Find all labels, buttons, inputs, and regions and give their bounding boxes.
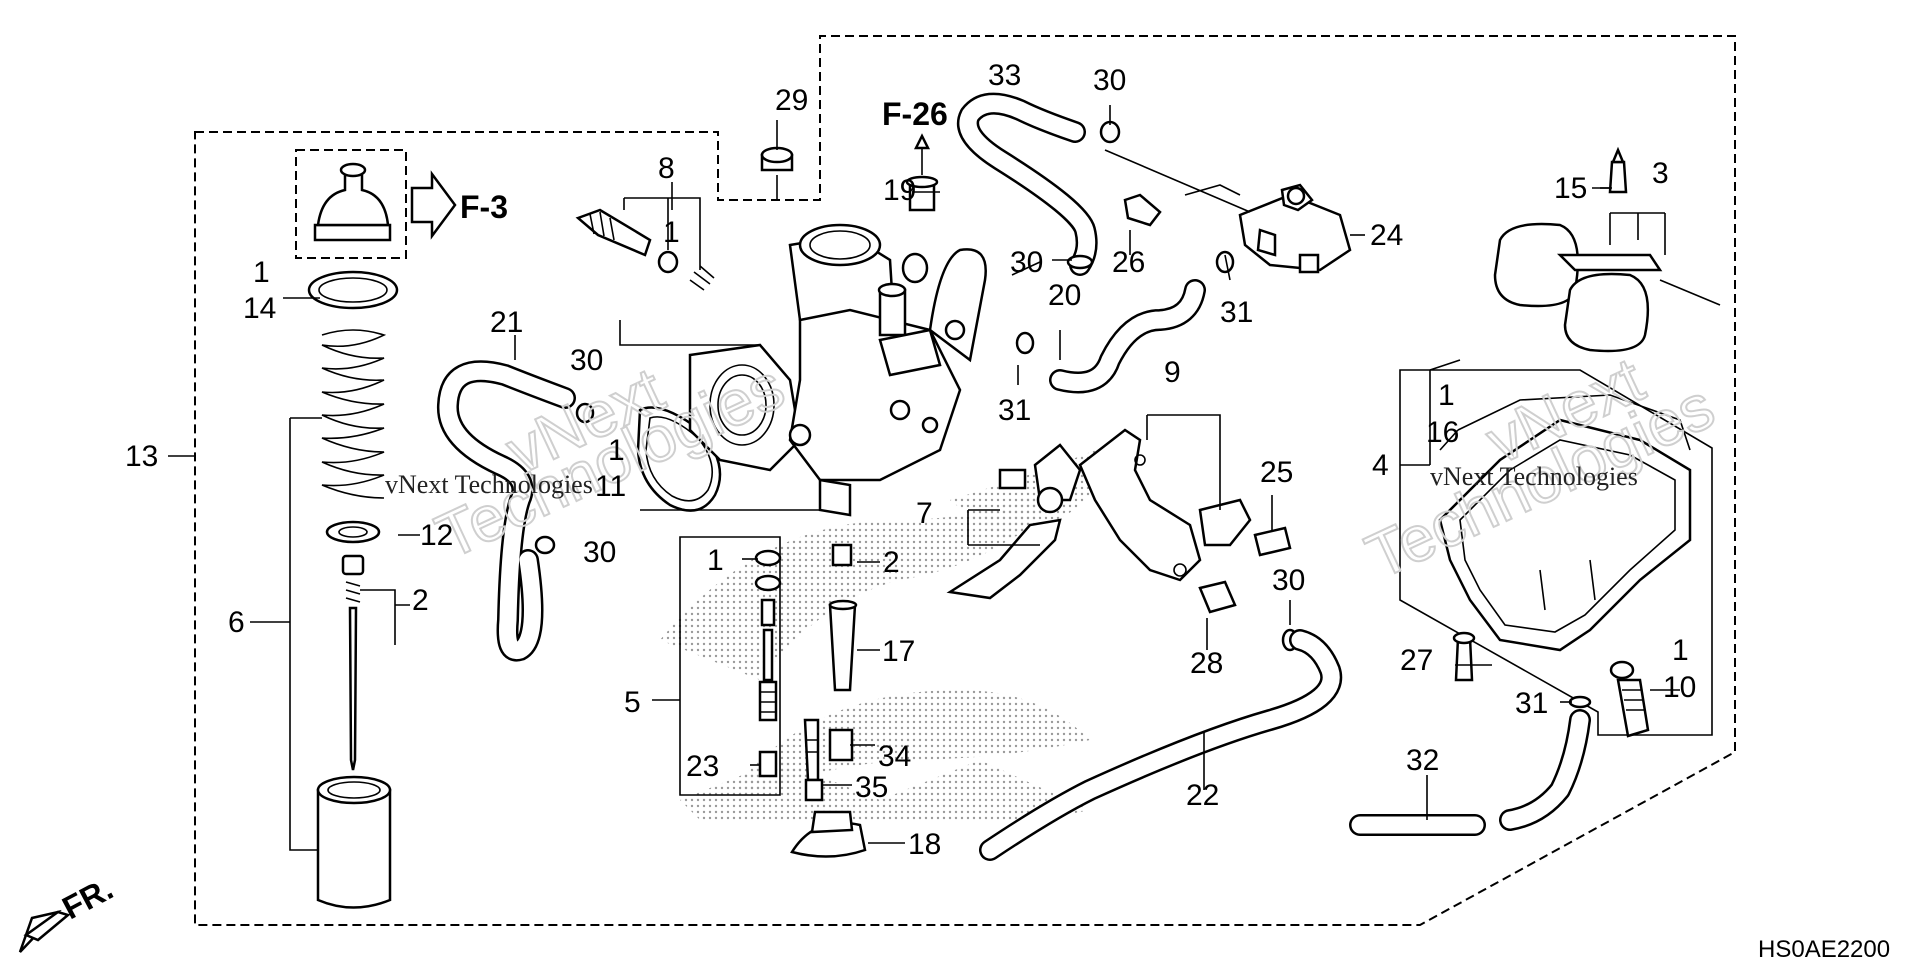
svg-text:34: 34 (878, 740, 911, 773)
svg-text:11: 11 (595, 470, 626, 503)
svg-text:22: 22 (1186, 779, 1219, 812)
svg-text:1: 1 (1438, 379, 1455, 412)
svg-text:1: 1 (1672, 634, 1689, 667)
svg-text:13: 13 (125, 440, 158, 473)
svg-text:23: 23 (686, 750, 719, 783)
svg-text:1: 1 (707, 544, 724, 577)
ref-f3: F-3 (460, 189, 508, 225)
svg-text:35: 35 (855, 771, 888, 804)
svg-text:18: 18 (908, 828, 941, 861)
float-chamber-4 (1438, 418, 1692, 652)
svg-text:10: 10 (1663, 671, 1696, 704)
svg-text:19: 19 (883, 174, 916, 207)
throttle-linkage-7 (946, 443, 1082, 600)
svg-text:30: 30 (1093, 64, 1126, 97)
svg-text:28: 28 (1190, 647, 1223, 680)
diaphragm-cap (313, 162, 392, 242)
svg-text:17: 17 (882, 635, 915, 668)
hose-20 (1049, 279, 1206, 394)
hose-31 (1499, 709, 1591, 831)
svg-text:27: 27 (1400, 644, 1433, 677)
spring-6 (321, 329, 387, 499)
svg-text:33: 33 (988, 59, 1021, 92)
diagram-code: HS0AE2200 (1758, 936, 1890, 960)
svg-text:31: 31 (1515, 687, 1548, 720)
svg-text:2: 2 (883, 546, 900, 579)
svg-text:9: 9 (1164, 356, 1181, 389)
svg-text:30: 30 (1272, 564, 1305, 597)
assembly-frame (194, 35, 1736, 926)
svg-text:29: 29 (775, 84, 808, 117)
clip-2-left (345, 581, 361, 603)
cap-reference-box (295, 149, 407, 259)
svg-text:14: 14 (243, 292, 276, 325)
callout-labels: 29 8 1 33 30 19 30 26 24 31 20 31 9 7 25… (125, 59, 1696, 861)
float-chamber-frame (1399, 369, 1713, 736)
svg-text:1: 1 (663, 216, 680, 249)
svg-text:1: 1 (253, 256, 270, 289)
leader-lines (283, 105, 1680, 844)
auto-bystarter-24 (1238, 183, 1352, 274)
washer-12 (325, 520, 381, 544)
svg-text:3: 3 (1652, 157, 1669, 190)
svg-text:20: 20 (1048, 279, 1081, 312)
svg-text:1: 1 (608, 434, 625, 467)
svg-text:31: 31 (998, 394, 1031, 427)
carburetor-body (688, 223, 987, 517)
svg-text:16: 16 (1426, 416, 1459, 449)
hose-22 (979, 629, 1343, 861)
svg-text:4: 4 (1372, 449, 1389, 482)
svg-text:30: 30 (583, 536, 616, 569)
svg-text:24: 24 (1370, 219, 1403, 252)
svg-text:7: 7 (916, 497, 933, 530)
svg-text:21: 21 (490, 306, 523, 339)
float-3 (1493, 222, 1721, 353)
svg-text:8: 8 (658, 152, 675, 185)
svg-text:26: 26 (1112, 246, 1145, 279)
svg-text:12: 12 (420, 519, 453, 552)
svg-text:6: 6 (228, 606, 245, 639)
svg-text:5: 5 (624, 686, 641, 719)
cap-29 (760, 146, 794, 172)
hose-33 (957, 92, 1098, 276)
svg-text:vNext Technologies: vNext Technologies (385, 470, 593, 499)
jet-needle (348, 606, 358, 771)
bracket-9 (1078, 428, 1252, 582)
svg-text:25: 25 (1260, 456, 1293, 489)
throttle-slide (316, 775, 392, 909)
svg-text:2: 2 (412, 584, 429, 617)
hose-21 (436, 360, 576, 662)
ref-f26: F-26 (882, 96, 948, 132)
honda-wing-watermark (660, 440, 1120, 820)
svg-text:32: 32 (1406, 744, 1439, 777)
svg-text:30: 30 (1010, 246, 1043, 279)
svg-text:31: 31 (1220, 296, 1253, 329)
svg-text:30: 30 (570, 344, 603, 377)
pilot-screw-8 (575, 208, 715, 291)
svg-text:15: 15 (1554, 172, 1587, 205)
f3-arrow-icon (410, 170, 457, 240)
svg-text:vNext Technologies: vNext Technologies (1430, 462, 1638, 491)
front-arrow-icon (18, 909, 71, 953)
